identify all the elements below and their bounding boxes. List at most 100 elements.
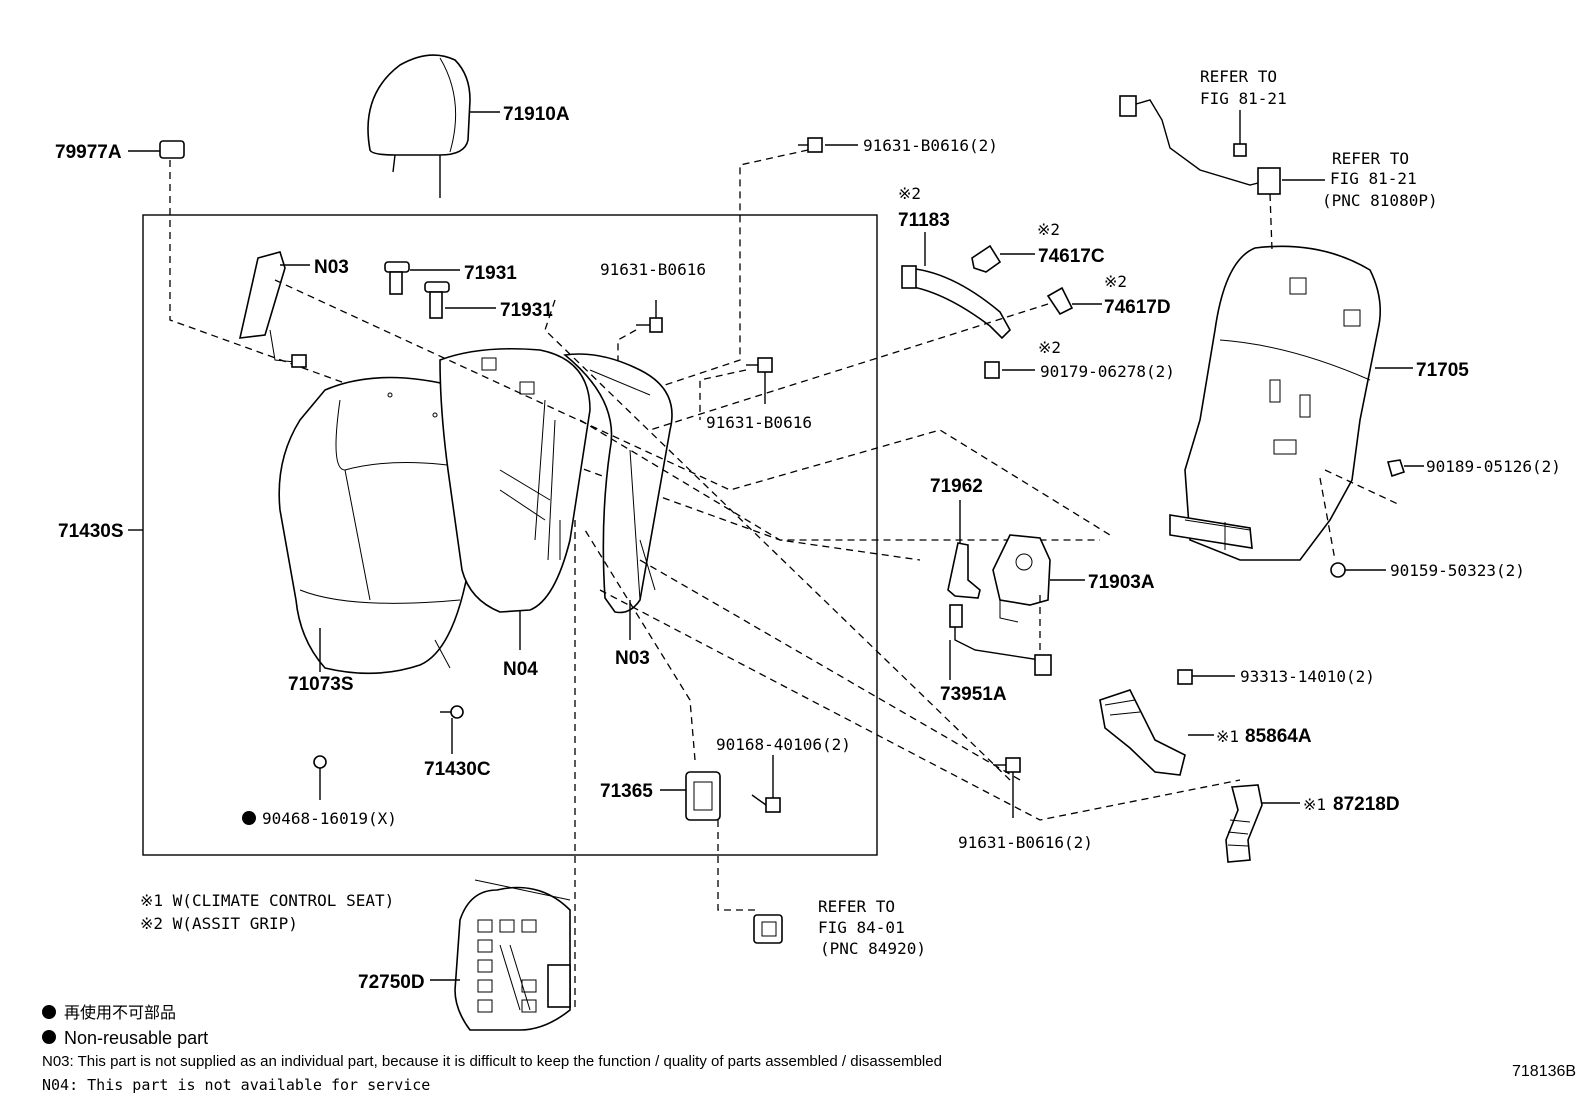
callout-71705: 71705: [1416, 360, 1469, 381]
airbag-module-part[interactable]: [238, 251, 310, 368]
leader-n03-frame: [274, 279, 1111, 536]
leader-74617D: [649, 303, 1049, 431]
switch-part[interactable]: [753, 914, 783, 944]
duct-part[interactable]: [1225, 784, 1300, 863]
headrest-part[interactable]: [367, 54, 500, 198]
mark-ast1-87218D: ※1: [1303, 795, 1326, 814]
callout-71962: 71962: [930, 476, 983, 497]
callout-90179: 90179-06278(2): [1040, 362, 1175, 381]
mark-ast1-85864A: ※1: [1216, 727, 1239, 746]
legend-note1: ※1 W(CLIMATE CONTROL SEAT): [140, 891, 394, 910]
mark-ast2-74617D: ※2: [1104, 272, 1127, 291]
seatback-frame-part[interactable]: [559, 353, 673, 640]
callout-71931a: 71931: [464, 263, 517, 284]
diagram-id: 718136B: [1512, 1063, 1576, 1080]
clip-icon[interactable]: [440, 705, 464, 754]
leader-frame-lower2: [599, 589, 1241, 821]
clip-icon[interactable]: [1330, 562, 1386, 578]
cable-part[interactable]: [949, 604, 1052, 680]
callout-90189: 90189-05126(2): [1426, 457, 1561, 476]
callout-90159: 90159-50323(2): [1390, 561, 1525, 580]
legend-note2: ※2 W(ASSIT GRIP): [140, 914, 298, 933]
recliner-lock-part[interactable]: [992, 534, 1085, 623]
leader-84-01: [717, 820, 755, 911]
callout-93313: 93313-14010(2): [1240, 667, 1375, 686]
callout-90168: 90168-40106(2): [716, 735, 851, 754]
callout-74617C: 74617C: [1038, 246, 1105, 267]
callout-87218D: 87218D: [1333, 794, 1400, 815]
callout-71430C: 71430C: [424, 759, 491, 780]
screw-icon[interactable]: [751, 755, 781, 813]
screw-icon[interactable]: [1177, 669, 1235, 685]
ref3-line2: FIG 84-01: [818, 918, 905, 937]
assist-grip-part[interactable]: [901, 232, 1011, 340]
callout-n04: N04: [503, 659, 538, 680]
bolt-icon[interactable]: [994, 757, 1021, 818]
bracket-part[interactable]: [947, 500, 981, 599]
leader-91631-mid1: [617, 329, 637, 380]
seatback-assembly-frame: [142, 214, 878, 856]
leader-71705-side: [1324, 469, 1401, 506]
callout-71183: 71183: [898, 210, 950, 231]
bolt-icon[interactable]: [798, 137, 858, 153]
seatback-board-part[interactable]: [1169, 245, 1413, 561]
callout-71430S: 71430S: [58, 521, 124, 542]
ref2-line2: FIG 81-21: [1330, 169, 1417, 188]
seat-pad-part[interactable]: [439, 347, 591, 650]
leader-90159: [1319, 477, 1336, 561]
leader-frame-lower1: [579, 419, 921, 561]
cap-part[interactable]: [128, 140, 185, 159]
ref1-line2: FIG 81-21: [1200, 89, 1287, 108]
headrest-guide-part[interactable]: [424, 281, 496, 319]
callout-71903A: 71903A: [1088, 572, 1155, 593]
ref1-line1: REFER TO: [1200, 67, 1277, 86]
callout-91631-bottom: 91631-B0616(2): [958, 833, 1093, 852]
callout-71365: 71365: [600, 781, 653, 802]
non-reusable-dot-icon: [242, 811, 256, 825]
ref3-line1: REFER TO: [818, 897, 895, 916]
screw-icon[interactable]: [1233, 110, 1247, 157]
callout-71931b: 71931: [500, 300, 553, 321]
callout-79977A: 79977A: [55, 142, 122, 163]
legend-dot-icon: [42, 1030, 56, 1044]
bolt-icon[interactable]: [746, 357, 773, 404]
mark-ast2-74617C: ※2: [1037, 220, 1060, 239]
callout-73951A: 73951A: [940, 684, 1007, 705]
lumbar-support-part[interactable]: [430, 879, 571, 1031]
seat-cover-part[interactable]: [278, 376, 491, 675]
cover-part[interactable]: [971, 244, 1035, 273]
blower-part[interactable]: [1099, 689, 1214, 776]
wire-harness-part[interactable]: [1119, 95, 1281, 195]
ref2-line3: (PNC 81080P): [1322, 191, 1438, 210]
legend-n04-note: N04: This part is not available for serv…: [42, 1076, 430, 1094]
callout-72750D: 72750D: [358, 972, 425, 993]
leader-frame-lower3: [639, 559, 1021, 781]
callout-71073S: 71073S: [288, 674, 354, 695]
leader-91631-top: [649, 149, 809, 391]
legend-nonreuse-jp: 再使用不可部品: [64, 1003, 176, 1022]
callout-91631-top: 91631-B0616(2): [863, 136, 998, 155]
leader-71365: [584, 529, 696, 761]
mark-ast2-90179: ※2: [1038, 338, 1061, 357]
ref2-line1: REFER TO: [1332, 149, 1409, 168]
callout-71910A: 71910A: [503, 104, 570, 125]
legend-n03-note: N03: This part is not supplied as an ind…: [42, 1053, 942, 1070]
legend-dot-icon: [42, 1005, 56, 1019]
callout-74617D: 74617D: [1104, 297, 1171, 318]
clip-icon[interactable]: [1386, 459, 1424, 478]
headrest-guide-part[interactable]: [384, 261, 460, 295]
ref3-line3: (PNC 84920): [820, 939, 926, 958]
callout-85864A: 85864A: [1245, 726, 1312, 747]
nut-icon[interactable]: [984, 361, 1035, 379]
bolt-icon[interactable]: [636, 300, 663, 333]
mark-ast2-71183: ※2: [898, 184, 921, 203]
callout-91631-mid2: 91631-B0616: [706, 413, 812, 432]
callout-91631-mid1: 91631-B0616: [600, 260, 706, 279]
bezel-part[interactable]: [660, 771, 721, 821]
leader-91631-mid2: [699, 369, 747, 420]
cover-part[interactable]: [1046, 286, 1102, 316]
hog-ring-icon[interactable]: [313, 755, 327, 800]
callout-90468: 90468-16019(X): [262, 809, 397, 828]
